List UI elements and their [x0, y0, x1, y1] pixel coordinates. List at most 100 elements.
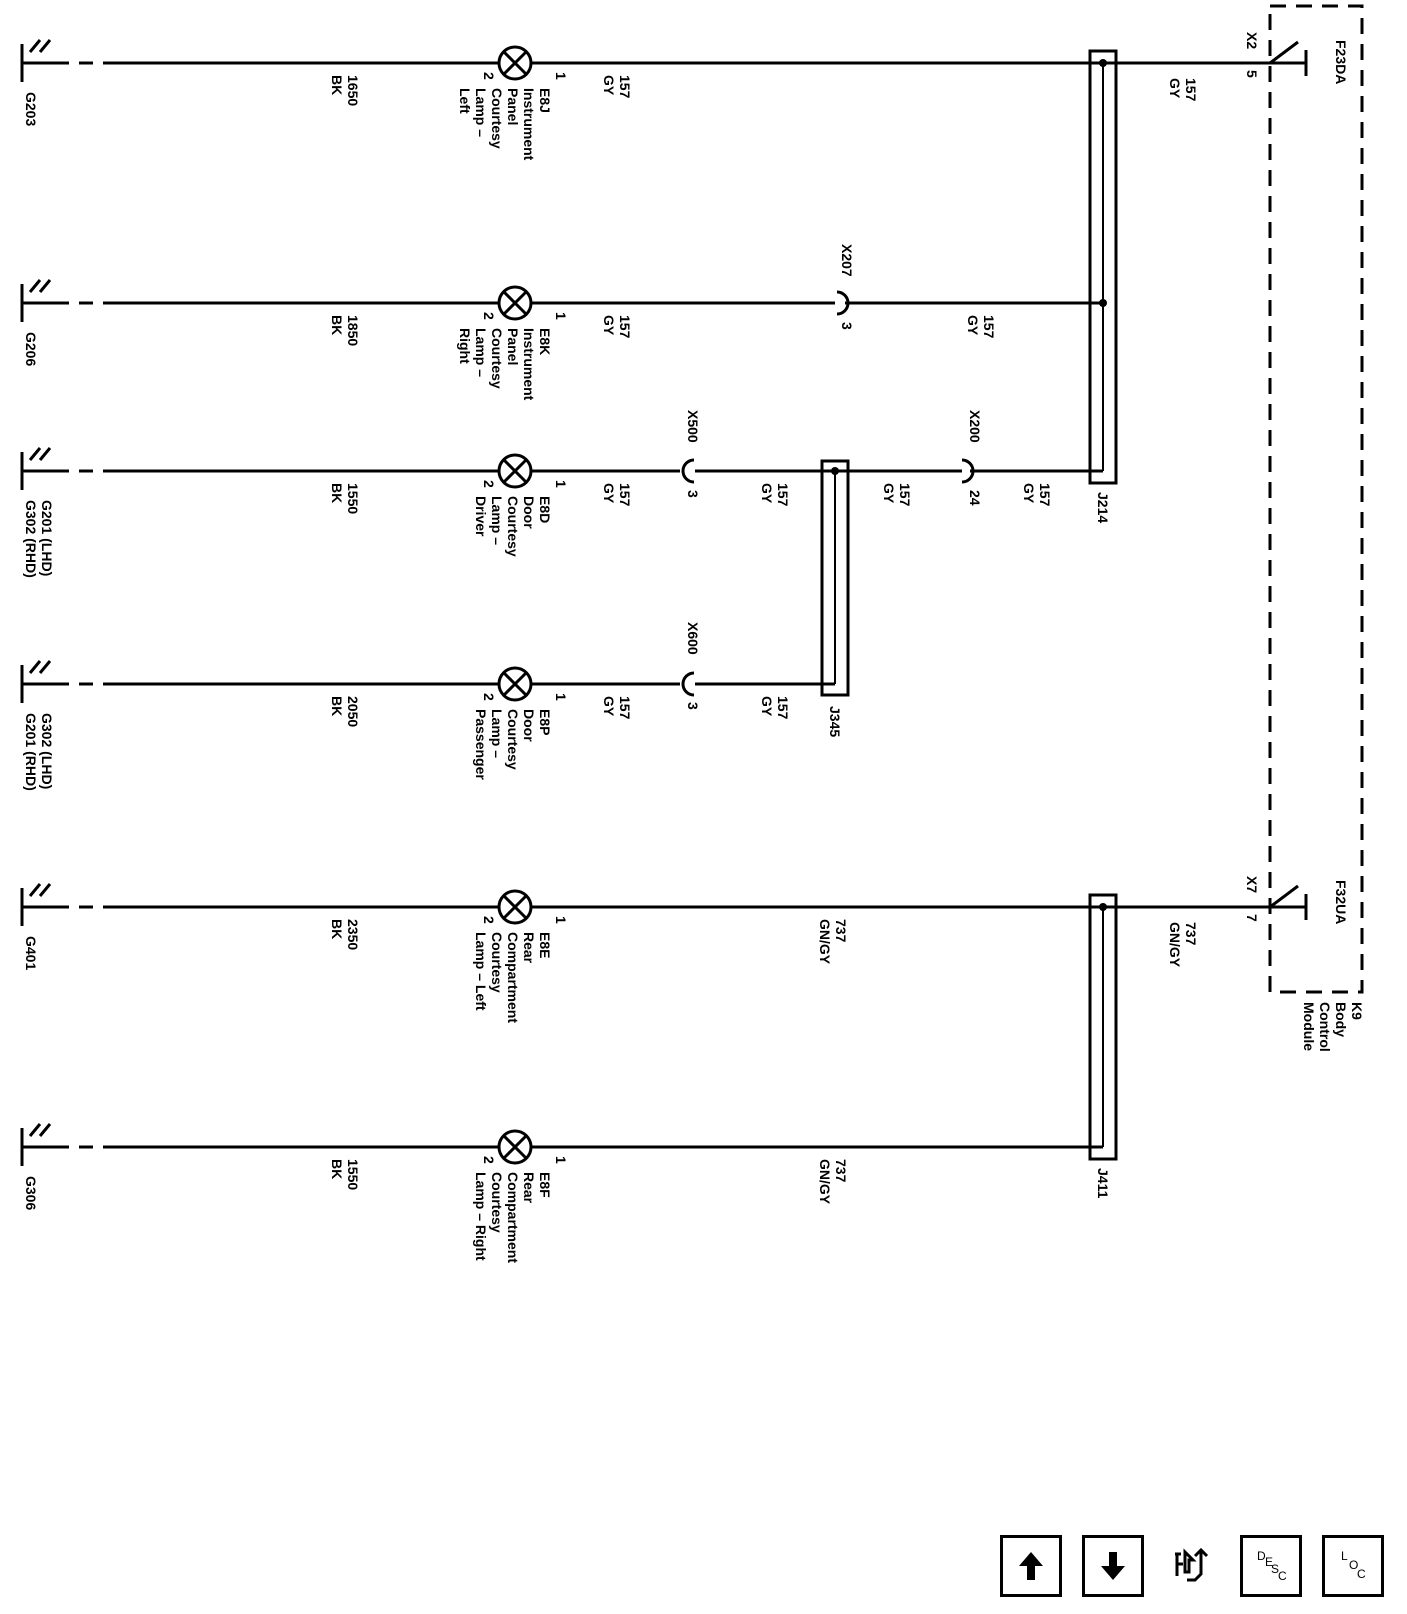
desc-letter: D	[1257, 1549, 1266, 1563]
lamp-label: Rear	[521, 1172, 537, 1204]
splice-wire-label: 157	[1037, 483, 1053, 507]
lamp-label: E8K	[537, 328, 553, 355]
ground-wire-color: BK	[329, 315, 345, 335]
desc-icon: D E S C	[1257, 1549, 1287, 1583]
lamp-label: Left	[457, 88, 473, 114]
body-control-module[interactable]: F23DA F32UA X2 5 X7 7 K9 Body Control Mo…	[1244, 4, 1365, 1052]
mid-wire-color: GY	[881, 483, 897, 504]
diagram-nav: D E S C L O C	[1000, 1535, 1400, 1605]
module-pin-bottom: 7	[1244, 914, 1260, 922]
arrow-down-icon	[1101, 1552, 1125, 1580]
branch-e8f[interactable]: G306 1550 BK 1 2 E8F Rear Compartment Co…	[20, 1123, 849, 1263]
lamp-label: Lamp –	[473, 328, 489, 377]
lamp-pin-out: 2	[481, 312, 497, 320]
branch-e8d[interactable]: G201 (LHD) G302 (RHD) 1550 BK 1 2 E8D Do…	[20, 447, 1053, 578]
module-connector-bottom: X7	[1244, 876, 1260, 893]
lamp-pin-in: 1	[553, 693, 569, 701]
lamp-label: Compartment	[505, 1172, 521, 1263]
module-output-top: F23DA	[1333, 40, 1349, 84]
nav-connector-button[interactable]	[1160, 1535, 1222, 1597]
connector-name: X200	[967, 410, 983, 443]
connector-x200[interactable]: X200 24	[945, 410, 983, 506]
connector-name: X600	[685, 622, 701, 655]
wires	[55, 61, 1270, 1149]
arrow-up-icon	[1019, 1552, 1043, 1580]
nav-loc-button[interactable]: L O C	[1322, 1535, 1384, 1597]
mid-wire-label: 157	[775, 696, 791, 720]
branch-e8p[interactable]: G302 (LHD) G201 (RHD) 2050 BK 1 2 E8P Do…	[20, 660, 791, 791]
connector-name: X500	[685, 410, 701, 443]
branch-e8k[interactable]: G206 1850 BK 1 2 E8K Instrument Panel Co…	[20, 279, 997, 401]
module-label-line: K9	[1349, 1002, 1365, 1020]
lamp-label: E8F	[537, 1172, 553, 1198]
module-pin-top: 5	[1244, 70, 1260, 78]
lamp-label: E8P	[537, 709, 553, 735]
ground-wire-color: BK	[329, 483, 345, 503]
supply-wire-label: 157	[617, 483, 633, 507]
module-switch-bottom	[1269, 884, 1308, 920]
ground-label: G201 (RHD)	[23, 713, 39, 791]
lamp-label: Door	[521, 496, 537, 529]
connector-pin: 3	[685, 702, 701, 710]
lamp-label: Lamp –	[489, 709, 505, 758]
connector-x600[interactable]: X600 3	[681, 622, 712, 710]
lamp-pin-out: 2	[481, 916, 497, 924]
lamp-label: Right	[457, 328, 473, 364]
lamp-label: Lamp –	[473, 88, 489, 137]
lamp-icon	[497, 285, 533, 321]
ground-label: G206	[23, 332, 39, 366]
nav-up-button[interactable]	[1000, 1535, 1062, 1597]
splice-j345[interactable]: J345	[820, 459, 850, 737]
supply-wire-label: 737	[833, 919, 849, 943]
supply-wire-color: GY	[601, 483, 617, 504]
connector-icon	[1175, 1547, 1209, 1582]
lamp-pin-in: 1	[553, 72, 569, 80]
connector-pin: 3	[685, 490, 701, 498]
rail-labels: 157 GY 737 GN/GY	[1167, 78, 1199, 968]
splice-wire-color: GY	[965, 315, 981, 336]
splice-label: J411	[1095, 1168, 1111, 1199]
ground-wire-color: BK	[329, 919, 345, 939]
wire-label: 157	[1183, 78, 1199, 102]
loc-letter: C	[1357, 1567, 1366, 1581]
splice-j214[interactable]: J214	[1088, 49, 1118, 523]
lamp-icon	[497, 453, 533, 489]
ground-wire-color: BK	[329, 1159, 345, 1179]
desc-letter: S	[1271, 1562, 1279, 1576]
loc-icon: L O C	[1341, 1549, 1366, 1581]
lamp-label: Rear	[521, 932, 537, 964]
lamp-label: Passenger	[473, 709, 489, 780]
ground-symbol	[20, 660, 55, 703]
lamp-label: Lamp – Left	[473, 932, 489, 1011]
branch-e8e[interactable]: G401 2350 BK 1 2 E8E Rear Compartment Co…	[20, 883, 849, 1023]
lamp-pin-in: 1	[553, 480, 569, 488]
supply-wire-color: GN/GY	[817, 1159, 833, 1205]
ground-label: G306	[23, 1176, 39, 1210]
lamp-icon	[497, 889, 533, 925]
connector-x500[interactable]: X500 3	[681, 410, 712, 498]
ground-label: G302 (LHD)	[39, 713, 55, 789]
mid-wire-label: 157	[775, 483, 791, 507]
ground-wire-color: BK	[329, 696, 345, 716]
branch-e8j[interactable]: G203 1650 BK 1 2 E8J Instrument Panel Co…	[20, 39, 633, 161]
splice-j411[interactable]: J411	[1088, 893, 1118, 1199]
supply-wire-color: GY	[601, 315, 617, 336]
ground-wire-label: 2050	[345, 696, 361, 727]
nav-down-button[interactable]	[1082, 1535, 1144, 1597]
lamp-label: E8E	[537, 932, 553, 958]
lamp-label: Driver	[473, 496, 489, 537]
connector-x207[interactable]: X207 3	[815, 244, 855, 330]
lamp-pin-out: 2	[481, 693, 497, 701]
wire-color: GY	[1167, 78, 1183, 99]
lamp-label: Courtesy	[489, 932, 505, 993]
module-label-line: Module	[1301, 1002, 1317, 1051]
lamp-label: Courtesy	[489, 328, 505, 389]
module-label: K9 Body Control Module	[1301, 1002, 1365, 1052]
ground-symbol	[20, 447, 55, 490]
ground-wire-label: 1850	[345, 315, 361, 346]
nav-desc-button[interactable]: D E S C	[1240, 1535, 1302, 1597]
splice-label: J214	[1095, 492, 1111, 523]
connector-name: X207	[839, 244, 855, 277]
lamp-pin-out: 2	[481, 1156, 497, 1164]
supply-wire-color: GY	[601, 696, 617, 717]
